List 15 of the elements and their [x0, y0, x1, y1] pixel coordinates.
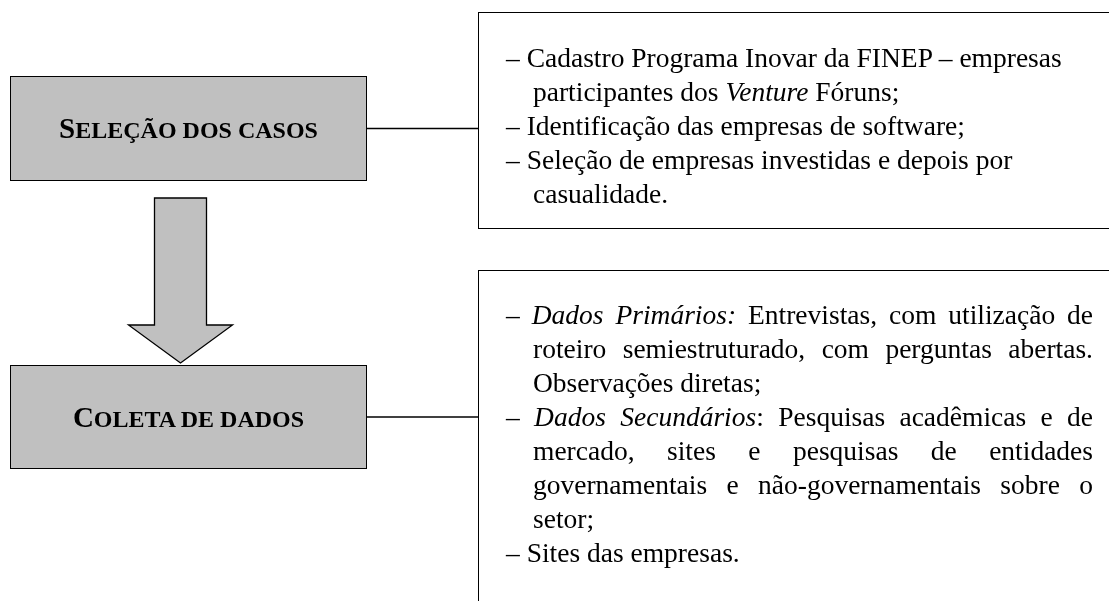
text-box	[478, 12, 1109, 229]
connector-line	[366, 416, 479, 418]
bullet-item: – Identificação das empresas de software;	[506, 109, 966, 143]
block-arrow	[126, 197, 235, 364]
bullet-item: – Seleção de empresas investidas e depois por casualidade.	[506, 143, 1014, 211]
bullet-item: – Dados Primários: Entrevistas, com utilização de roteiro semiestruturado, com perguntas abertas. Observações diretas;	[506, 298, 1093, 400]
bullet-item: – Sites das empresas.	[506, 536, 741, 570]
text-box	[478, 270, 1109, 601]
process-box	[10, 76, 367, 181]
step-title: SELEÇÃO DOS CASOS	[59, 112, 318, 145]
process-box	[10, 365, 367, 469]
bullet-item: – Dados Secundários: Pesquisas acadêmicas e de mercado, sites e pesquisas de entidades governamentais e não-governamentais sobre o setor;	[506, 400, 1093, 536]
step-title: COLETA DE DADOS	[72, 400, 305, 434]
connector-line	[366, 127, 479, 130]
bullet-item: – Cadastro Programa Inovar da FINEP – empresas participantes dos Venture Fóruns;	[506, 41, 1063, 109]
